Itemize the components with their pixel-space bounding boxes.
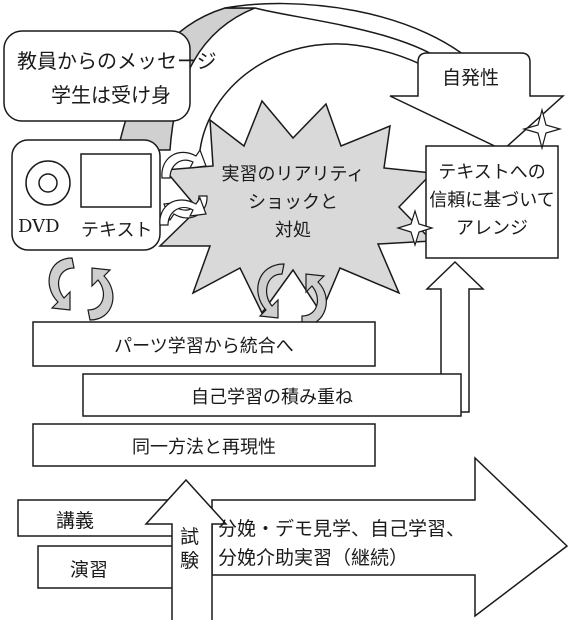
step-box-2: [82, 373, 462, 417]
textbook-icon: [80, 153, 152, 208]
step-2-label: 自己学習の積み重ね: [191, 387, 353, 408]
lecture-label: 講義: [56, 510, 95, 532]
exercise-box: [37, 545, 175, 589]
exam-label-2: 験: [180, 550, 200, 572]
speech-bubble-line1: 教員からのメッセージ: [17, 49, 217, 73]
shock-burst-line1: 実習のリアリティ: [221, 164, 365, 185]
arrange-line2: 信頼に基づいて: [429, 190, 555, 211]
speech-bubble-line2: 学生は受け身: [51, 83, 171, 107]
text-label: テキスト: [81, 220, 153, 241]
shock-burst-line3: 対処: [275, 220, 311, 241]
disc-icon-center: [38, 173, 58, 193]
step-1-label: パーツ学習から統合へ: [114, 336, 294, 357]
sparkle-star-icon: [521, 107, 563, 151]
speech-bubble: [3, 30, 191, 122]
autonomy-label: 自発性: [442, 67, 500, 89]
step-box-1: [32, 321, 376, 367]
arrange-line1: テキストへの: [438, 162, 546, 183]
sparkle-star-icon: [395, 208, 435, 248]
main-right-arrow: [211, 456, 569, 618]
cycle-arrows-icon: [257, 263, 327, 327]
step-3-label: 同一方法と再現性: [132, 437, 276, 458]
shock-burst: [158, 99, 434, 315]
step-box-3: [32, 423, 376, 467]
exam-label-1: 試: [180, 526, 200, 548]
cycle-arrows-icon: [159, 196, 207, 226]
main-arrow-line1: 分娩・デモ見学、自己学習、: [218, 518, 466, 540]
exercise-label: 演習: [70, 559, 109, 581]
exam-up-arrow: [144, 478, 228, 620]
shock-burst-line2: ショックと: [248, 192, 338, 213]
cycle-arrows-icon: [48, 257, 114, 321]
arrange-box: [425, 145, 559, 259]
arrange-line3: アレンジ: [456, 218, 528, 239]
dvd-label: DVD: [18, 216, 60, 237]
main-arrow-line2: 分娩介助実習（継続）: [218, 547, 409, 569]
autonomy-arrow-banner: [389, 52, 565, 151]
